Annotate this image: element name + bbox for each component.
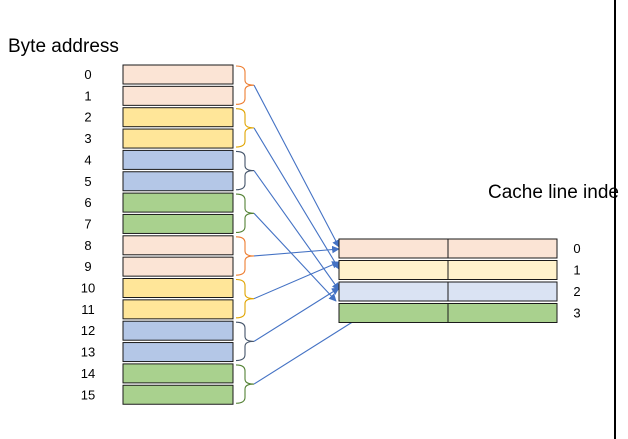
byte-address-label: 1 <box>84 88 91 103</box>
cache-row-right-cell <box>447 260 558 280</box>
mapping-arrows <box>253 84 363 385</box>
byte-address-label: 12 <box>81 323 95 338</box>
cache-index-label: 3 <box>573 306 580 321</box>
block-brace <box>235 278 255 319</box>
byte-address-label: 8 <box>84 238 91 253</box>
block-brace <box>235 193 255 233</box>
cache-line-index-title: Cache line inde <box>488 182 619 203</box>
line-braces <box>235 65 255 404</box>
cache-row-left-cell <box>338 238 449 259</box>
byte-address-label: 15 <box>81 387 95 402</box>
cache-row-left-cell <box>338 260 449 280</box>
mapping-arrow <box>253 315 363 385</box>
byte-address-label: 5 <box>84 174 91 189</box>
byte-address-label: 10 <box>81 281 95 296</box>
mapping-arrow <box>253 212 337 302</box>
byte-address-label: 6 <box>84 195 91 210</box>
mapping-arrow <box>253 84 340 248</box>
byte-cell <box>122 256 234 277</box>
block-brace <box>235 150 255 191</box>
cache-row-left-cell <box>338 303 449 323</box>
block-brace <box>235 321 255 362</box>
byte-address-label: 0 <box>84 67 91 82</box>
block-brace <box>235 364 255 404</box>
cache-index-labels: 0 1 2 3 <box>573 241 580 321</box>
block-brace <box>235 108 255 148</box>
byte-cell <box>122 278 234 298</box>
byte-cell <box>122 192 234 213</box>
mapping-arrow <box>253 261 340 300</box>
byte-cell <box>122 363 234 384</box>
byte-cell <box>122 299 234 320</box>
byte-address-label: 11 <box>81 302 95 317</box>
mapping-arrow <box>253 127 340 270</box>
byte-cell <box>122 320 234 341</box>
byte-cell <box>122 342 234 363</box>
byte-address-label: 13 <box>81 345 95 360</box>
byte-cell <box>122 149 234 170</box>
byte-address-title: Byte address <box>8 36 119 57</box>
cache-row-right-cell <box>447 281 558 302</box>
byte-address-label: 3 <box>84 131 91 146</box>
byte-cells <box>122 64 234 405</box>
byte-cell <box>122 384 234 405</box>
byte-cell <box>122 171 234 192</box>
cache-index-label: 2 <box>573 284 580 299</box>
cache-index-label: 1 <box>573 263 580 278</box>
mapping-arrow <box>253 287 340 342</box>
byte-cell <box>122 107 234 128</box>
byte-address-label: 7 <box>84 216 91 231</box>
byte-address-label: 2 <box>84 110 91 125</box>
cache-row-left-cell <box>338 281 449 302</box>
cache-index-label: 0 <box>573 241 580 256</box>
byte-cell <box>122 213 234 234</box>
cache-row-right-cell <box>447 303 558 323</box>
block-brace <box>235 236 255 276</box>
byte-cell <box>122 64 234 85</box>
byte-address-label: 4 <box>84 152 91 167</box>
byte-address-label: 14 <box>81 366 95 381</box>
byte-address-label: 9 <box>84 259 91 274</box>
mapping-arrow <box>253 245 340 257</box>
byte-cell <box>122 85 234 106</box>
cache-rows <box>338 238 558 323</box>
right-border <box>614 0 616 439</box>
block-brace <box>235 65 255 105</box>
mapping-arrow <box>253 170 340 291</box>
byte-cell <box>122 235 234 256</box>
cache-row-right-cell <box>447 238 558 259</box>
byte-cell <box>122 128 234 149</box>
